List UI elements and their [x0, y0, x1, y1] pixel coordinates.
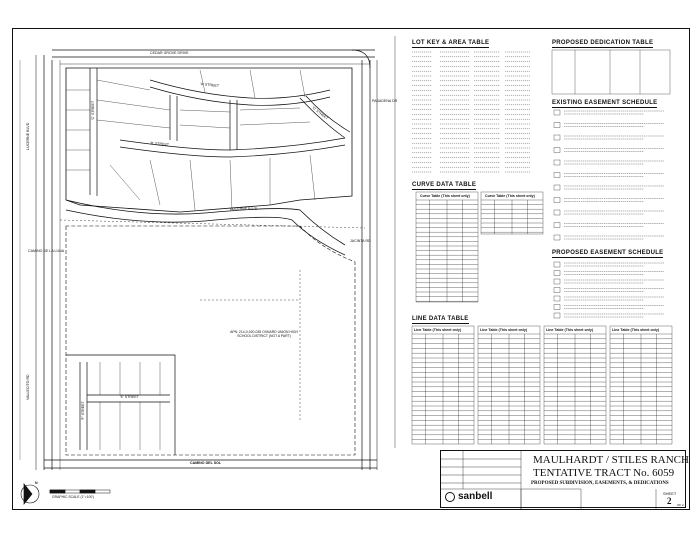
- street-label-camino-del-sol: CAMINO DEL SOL: [190, 461, 222, 465]
- easement-number-box: [553, 209, 561, 216]
- easement-number-box: [553, 234, 561, 241]
- line-table-4-caption: Line Table (This sheet only): [612, 328, 660, 332]
- easement-number-box: [553, 222, 561, 228]
- easement-number-box: [553, 270, 561, 276]
- line-table-title: LINE DATA TABLE: [412, 316, 469, 324]
- easement-number-box: [553, 287, 561, 293]
- easement-number-box: [553, 122, 561, 128]
- sheet-border: [12, 28, 690, 510]
- company-logo: sanbell: [445, 491, 492, 502]
- line-table-2-caption: Line Table (This sheet only): [480, 328, 528, 332]
- title-block: MAULHARDT / STILES RANCH TENTATIVE TRACT…: [440, 450, 689, 509]
- street-label-lucerne-east: LUCERNE BLVD: [230, 207, 258, 211]
- subtitle: PROPOSED SUBDIVISION, EASEMENTS, & DEDIC…: [531, 481, 669, 486]
- easement-number-box: [553, 172, 561, 178]
- easement-number-box: [553, 312, 561, 319]
- easement-number-box: [553, 147, 561, 153]
- easement-number-box: [553, 134, 561, 141]
- parcel-note: APN: 214-0-020-035 OXNARD UNION HIGH SCH…: [230, 330, 298, 339]
- easement-number-box: [553, 295, 561, 302]
- proposed-easement-title: PROPOSED EASEMENT SCHEDULE: [552, 250, 664, 258]
- street-label-cedar-grove: CEDAR GROVE DRIVE: [150, 51, 189, 55]
- sheet-of: OF 2: [677, 503, 684, 507]
- easement-number-box: [553, 109, 561, 116]
- sheet-number: 2: [667, 496, 672, 506]
- logo-icon: [445, 491, 455, 502]
- existing-easement-title: EXISTING EASEMENT SCHEDULE: [552, 100, 658, 108]
- scale-text: GRAPHIC SCALE (1"=100'): [52, 495, 95, 499]
- sheet-label: SHEET: [663, 491, 677, 496]
- curve-table-title: CURVE DATA TABLE: [412, 182, 477, 190]
- lot-key-title: LOT KEY & AREA TABLE: [412, 40, 490, 48]
- street-label-jacinta: JACINTA RD: [350, 239, 371, 243]
- curve-table-2-caption: Curve Table (This sheet only): [485, 194, 535, 198]
- title-block-grid: [441, 451, 657, 509]
- easement-number-box: [553, 261, 561, 268]
- company-name: sanbell: [458, 491, 493, 502]
- easement-number-box: [553, 197, 561, 203]
- street-label-camino-de-la-luna: CAMINO DE LA LUNA: [28, 249, 65, 253]
- easement-number-box: [553, 184, 561, 191]
- easement-number-box: [553, 159, 561, 166]
- title-line-2: TENTATIVE TRACT No. 6059: [533, 467, 675, 479]
- dedication-title: PROPOSED DEDICATION TABLE: [552, 40, 654, 48]
- line-table-3-caption: Line Table (This sheet only): [546, 328, 594, 332]
- street-label-e-street: 'E' STREET: [120, 395, 139, 399]
- easement-number-box: [553, 304, 561, 310]
- curve-table-1-caption: Curve Table (This sheet only): [420, 194, 470, 198]
- street-label-pasadena: PASADENA DR: [372, 99, 398, 103]
- north-label: N: [35, 481, 38, 485]
- line-table-1-caption: Line Table (This sheet only): [414, 328, 462, 332]
- easement-number-box: [553, 278, 561, 285]
- title-line-1: MAULHARDT / STILES RANCH: [533, 454, 689, 466]
